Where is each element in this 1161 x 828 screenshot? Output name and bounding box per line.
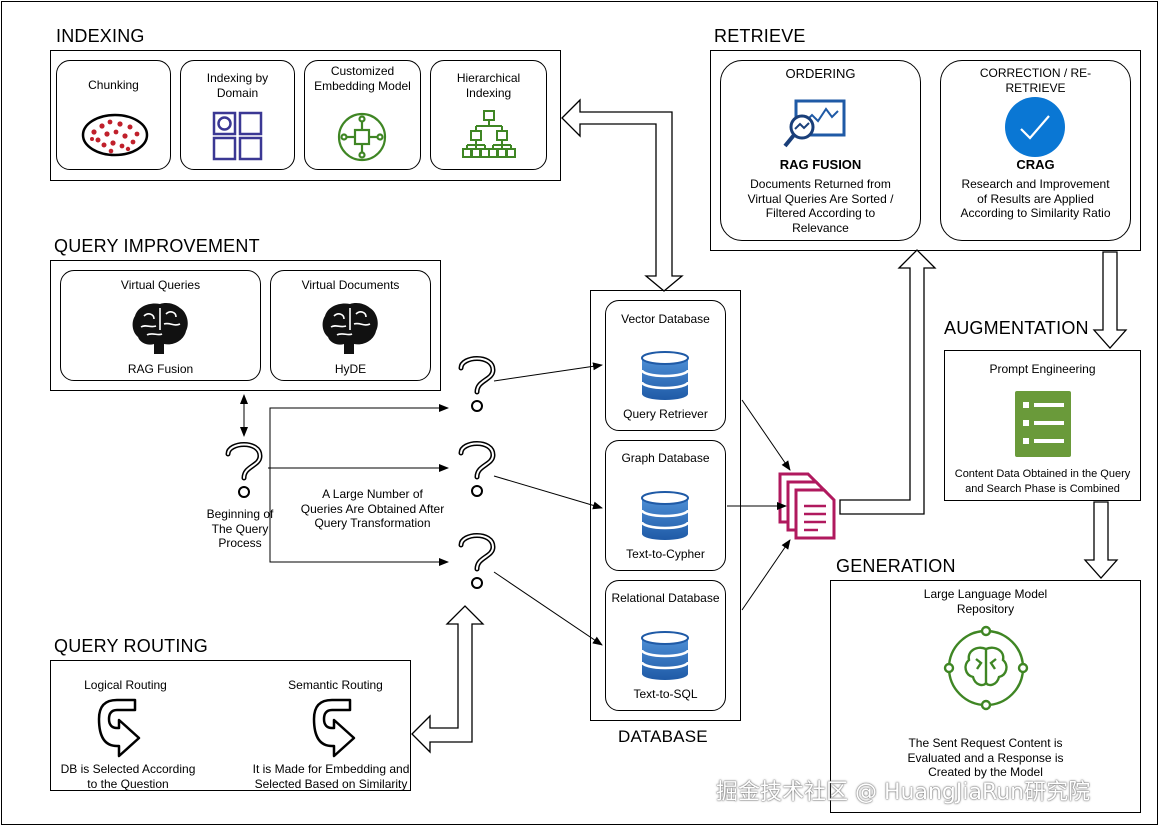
database-icon — [640, 351, 690, 400]
rag-fusion-heading: RAG FUSION — [779, 157, 862, 172]
crag-desc: Research and Improvement of Results are … — [960, 177, 1111, 220]
question-icon — [458, 533, 496, 589]
analytics-icon — [783, 99, 846, 148]
question-icon — [225, 442, 263, 498]
chunking-label: Chunking — [88, 78, 139, 92]
brain-icon — [322, 303, 378, 354]
query-routing-title: QUERY ROUTING — [54, 636, 208, 656]
virtual-documents-label: Virtual Documents — [301, 278, 400, 292]
llm-repository-label: Large Language Model Repository — [923, 587, 1048, 616]
rag-fusion-desc: Documents Returned from Virtual Queries … — [747, 177, 894, 235]
rag-fusion-label: RAG Fusion — [127, 362, 194, 376]
crag-heading: CRAG — [1016, 157, 1055, 172]
semantic-routing-label: Semantic Routing — [288, 678, 383, 692]
retrieve-title: RETRIEVE — [714, 26, 806, 46]
embedding-model-icon — [337, 112, 387, 162]
text-to-cypher-label: Text-to-Cypher — [626, 547, 705, 561]
embedding-label: Customized Embedding Model — [314, 64, 411, 93]
indexing-by-domain-card — [180, 60, 295, 170]
ai-brain-icon — [943, 625, 1029, 711]
documents-icon — [778, 472, 836, 540]
augmentation-desc: Content Data Obtained in the Query and S… — [954, 468, 1131, 495]
semantic-routing-desc: It is Made for Embedding and Selected Ba… — [252, 762, 410, 791]
checklist-icon — [1015, 391, 1071, 457]
chunking-icon — [81, 113, 149, 157]
question-icon — [458, 441, 496, 497]
ordering-label: ORDERING — [785, 66, 856, 81]
generation-desc: The Sent Request Content is Evaluated an… — [907, 736, 1064, 779]
logical-routing-label: Logical Routing — [84, 678, 167, 692]
generation-panel — [830, 580, 1141, 813]
augmentation-title: AUGMENTATION — [944, 318, 1089, 338]
relational-db-label: Relational Database — [611, 591, 720, 605]
database-icon — [640, 491, 690, 540]
many-queries-label: A Large Number of Queries Are Obtained A… — [300, 487, 445, 530]
vector-db-label: Vector Database — [621, 312, 710, 326]
watermark: 掘金技术社区 @ HuangJiaRun研究院 — [716, 780, 1091, 805]
database-icon — [640, 631, 690, 680]
hyde-label: HyDE — [334, 362, 367, 376]
query-improvement-title: QUERY IMPROVEMENT — [54, 236, 260, 256]
ordering-card — [720, 60, 921, 241]
indexing-by-domain-label: Indexing by Domain — [206, 71, 269, 100]
hierarchical-label: Hierarchical Indexing — [456, 71, 521, 100]
indexing-title: INDEXING — [56, 26, 145, 46]
correction-label: CORRECTION / RE-RETRIEVE — [979, 66, 1092, 95]
graph-db-label: Graph Database — [621, 451, 710, 465]
u-turn-arrow-icon — [97, 698, 141, 758]
grid-icon — [212, 111, 263, 161]
beginning-label: Beginning of The Query Process — [206, 507, 274, 550]
generation-title: GENERATION — [836, 556, 956, 576]
text-to-sql-label: Text-to-SQL — [633, 687, 698, 701]
hierarchy-icon — [462, 110, 516, 158]
check-icon — [1005, 97, 1065, 157]
prompt-engineering-label: Prompt Engineering — [989, 362, 1096, 376]
logical-routing-desc: DB is Selected According to the Question — [60, 762, 196, 791]
query-retriever-label: Query Retriever — [623, 407, 708, 421]
database-title: DATABASE — [618, 727, 708, 746]
u-turn-arrow-icon — [312, 698, 356, 758]
brain-icon — [132, 303, 188, 354]
virtual-queries-label: Virtual Queries — [120, 278, 201, 292]
question-icon — [458, 356, 496, 412]
